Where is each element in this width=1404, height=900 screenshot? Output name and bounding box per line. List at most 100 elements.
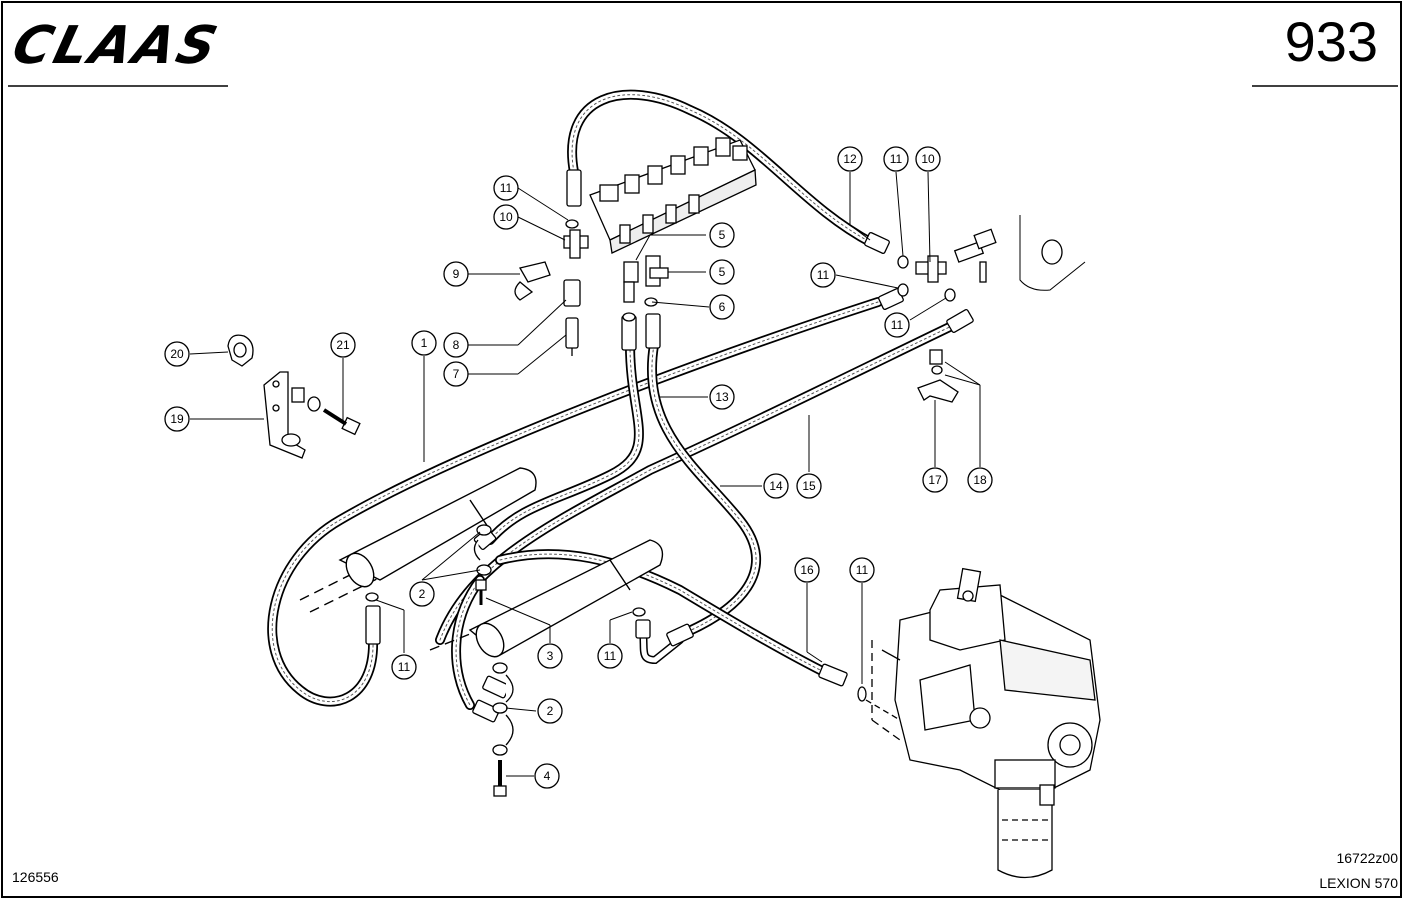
drawing-number: 16722z00 <box>1336 850 1398 866</box>
callout-11: 11 <box>883 146 909 172</box>
callout-circle <box>922 467 948 493</box>
callout-label: 11 <box>500 181 513 195</box>
callout-2: 2 <box>537 698 563 724</box>
leader-lines <box>189 171 981 777</box>
callout-circle <box>763 473 789 499</box>
callout-circle <box>409 581 435 607</box>
callout-12: 12 <box>837 146 863 172</box>
document-id: 126556 <box>12 869 59 885</box>
callout-label: 19 <box>170 412 184 426</box>
model-name: LEXION 570 <box>1319 875 1398 891</box>
callout-3: 3 <box>537 643 563 669</box>
callout-circle <box>537 643 563 669</box>
callout-circle <box>330 332 356 358</box>
hose-13 <box>485 340 644 545</box>
callout-circle <box>411 330 437 356</box>
hydraulic-pump <box>865 567 1101 879</box>
callout-14: 14 <box>763 473 789 499</box>
callout-18: 18 <box>967 467 993 493</box>
callout-label: 16 <box>800 563 814 577</box>
callout-label: 11 <box>604 649 617 663</box>
callout-5: 5 <box>709 259 735 285</box>
callout-21: 21 <box>330 332 356 358</box>
page-number: 933 <box>1284 10 1378 73</box>
callout-11: 11 <box>493 175 519 201</box>
callout-label: 4 <box>544 769 551 783</box>
callout-label: 11 <box>890 152 903 166</box>
callout-label: 5 <box>719 228 726 242</box>
callout-circle <box>443 261 469 287</box>
callout-label: 21 <box>336 338 350 352</box>
callout-label: 10 <box>499 210 513 224</box>
callout-circle <box>443 332 469 358</box>
callout-circle <box>837 146 863 172</box>
callout-7: 7 <box>443 361 469 387</box>
callout-circle <box>796 473 822 499</box>
callout-circle <box>884 312 910 338</box>
callout-circle <box>493 204 519 230</box>
callout-11: 11 <box>849 557 875 583</box>
callout-1: 1 <box>411 330 437 356</box>
callout-13: 13 <box>709 384 735 410</box>
callout-11: 11 <box>810 262 836 288</box>
callout-circle <box>709 259 735 285</box>
callout-label: 1 <box>421 336 428 350</box>
callout-label: 10 <box>921 152 935 166</box>
callout-label: 17 <box>928 473 942 487</box>
callout-label: 13 <box>715 390 729 404</box>
callout-circle <box>810 262 836 288</box>
callout-10: 10 <box>493 204 519 230</box>
callout-8: 8 <box>443 332 469 358</box>
hose-lower-loop <box>451 575 485 710</box>
callout-4: 4 <box>534 763 560 789</box>
callout-5: 5 <box>709 222 735 248</box>
callout-9: 9 <box>443 261 469 287</box>
hose-14 <box>647 340 762 640</box>
callout-label: 14 <box>769 479 783 493</box>
callout-circle <box>883 146 909 172</box>
callout-label: 2 <box>547 704 554 718</box>
hose-16 <box>495 549 835 680</box>
callout-circle <box>709 294 735 320</box>
callout-11: 11 <box>597 643 623 669</box>
callout-15: 15 <box>796 473 822 499</box>
small-parts <box>227 219 1063 797</box>
callout-label: 11 <box>817 268 830 282</box>
callout-circle <box>534 763 560 789</box>
callout-circle <box>849 557 875 583</box>
callout-17: 17 <box>922 467 948 493</box>
callout-label: 8 <box>453 338 460 352</box>
callout-19: 19 <box>164 406 190 432</box>
callout-label: 11 <box>398 660 411 674</box>
callout-circle <box>597 643 623 669</box>
hose-12 <box>567 89 877 248</box>
callout-circle <box>391 654 417 680</box>
cylinders <box>299 467 664 658</box>
callout-16: 16 <box>794 557 820 583</box>
callout-circle <box>915 146 941 172</box>
callout-label: 9 <box>453 267 460 281</box>
callout-label: 6 <box>719 300 726 314</box>
callout-label: 2 <box>419 587 426 601</box>
callout-11: 11 <box>391 654 417 680</box>
callout-label: 11 <box>856 563 869 577</box>
callout-circle <box>709 222 735 248</box>
callout-circle <box>537 698 563 724</box>
callout-label: 3 <box>547 649 554 663</box>
control-valve-block <box>589 137 757 254</box>
callout-circle <box>493 175 519 201</box>
hose-1 <box>267 297 883 707</box>
callout-label: 20 <box>170 347 184 361</box>
callout-label: 7 <box>453 367 460 381</box>
callout-label: 18 <box>973 473 987 487</box>
callout-circle <box>164 341 190 367</box>
callout-label: 11 <box>891 318 904 332</box>
callout-2: 2 <box>409 581 435 607</box>
callout-circle <box>967 467 993 493</box>
callout-20: 20 <box>164 341 190 367</box>
callout-label: 12 <box>843 152 857 166</box>
callout-10: 10 <box>915 146 941 172</box>
